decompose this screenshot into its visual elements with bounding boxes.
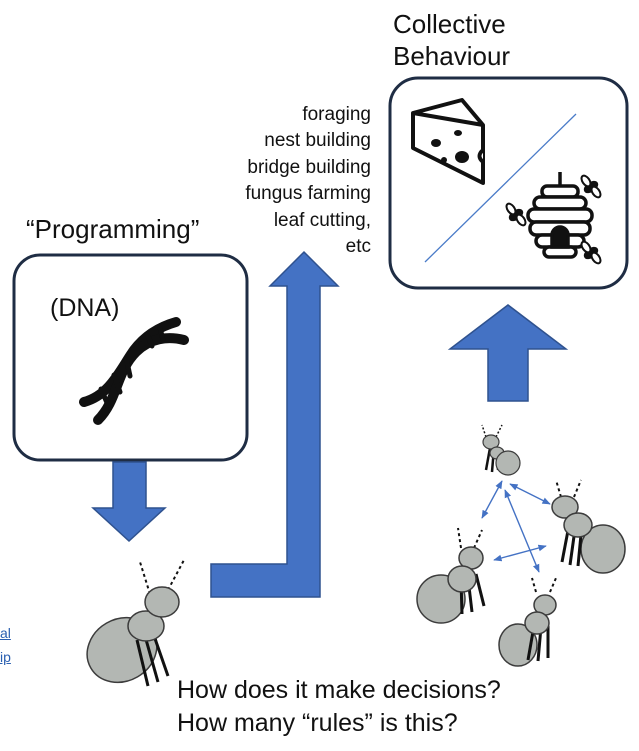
ant-icon <box>86 559 185 687</box>
behaviour-item: leaf cutting, <box>273 209 371 231</box>
divider-line <box>424 113 577 263</box>
link-fragment[interactable]: al <box>0 625 11 641</box>
interaction-arrows <box>481 480 551 573</box>
behaviour-item: foraging <box>302 104 371 125</box>
behaviour-item: etc <box>345 236 371 258</box>
bee-icon <box>580 174 602 199</box>
collective-title-line1: Collective <box>393 9 506 39</box>
behaviour-item: nest building <box>264 130 371 152</box>
dna-label: (DNA) <box>50 294 120 322</box>
question-rules: How many “rules” is this? <box>177 709 458 737</box>
bee-icon <box>505 202 527 227</box>
ant-icon <box>498 577 557 667</box>
elbow-up-arrow <box>210 250 340 598</box>
behaviour-list: foraging nest building bridge building f… <box>245 102 371 260</box>
behaviour-item: fungus farming <box>245 183 371 205</box>
collective-title-line2: Behaviour <box>393 41 511 71</box>
dna-helix-icon <box>79 317 189 425</box>
cheese-icon <box>411 98 485 185</box>
programming-title: “Programming” <box>26 214 200 244</box>
collective-behaviour-title: Collective Behaviour <box>393 8 510 72</box>
ant-icon <box>481 424 521 476</box>
question-decisions: How does it make decisions? <box>177 676 501 704</box>
up-arrow-to-collective <box>447 304 569 402</box>
bee-icon <box>580 240 602 265</box>
behaviour-item: bridge building <box>247 156 371 178</box>
down-arrow-program-to-ant <box>91 461 167 543</box>
link-fragment[interactable]: ip <box>0 649 11 665</box>
beehive-icon <box>526 172 594 259</box>
ant-icon <box>551 479 626 574</box>
ant-icon <box>416 527 486 624</box>
